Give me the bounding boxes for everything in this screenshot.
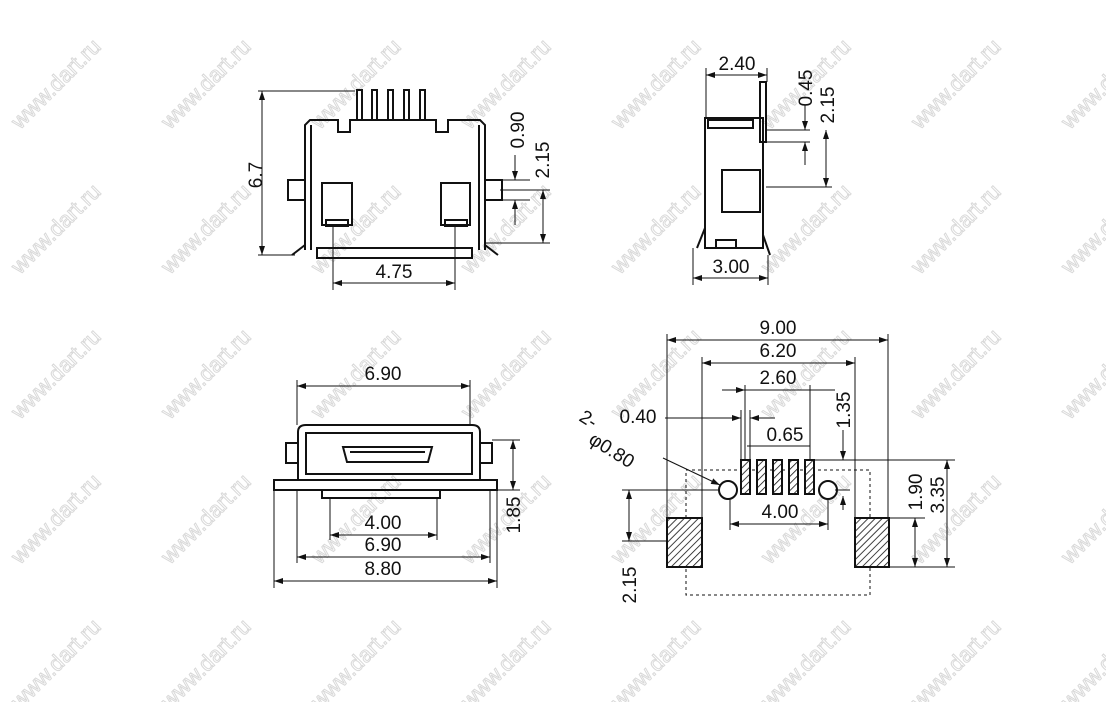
dim-fp-pin-span: 2.60 (760, 368, 797, 389)
watermark-text: www.dart.ru (5, 469, 106, 570)
watermark-text: www.dart.ru (155, 614, 256, 702)
watermark-text: www.dart.ru (1055, 34, 1106, 135)
dim-tab-width: 0.90 (508, 112, 529, 149)
bottom-view: 6.90 4.00 6.90 8.80 1.85 (273, 364, 525, 588)
watermark-text: www.dart.ru (905, 34, 1006, 135)
dim-fp-pad-total: 3.35 (928, 477, 949, 514)
dim-inner: 4.00 (365, 513, 402, 534)
dim-height: 6.7 (246, 162, 267, 188)
watermark-text: www.dart.ru (5, 614, 106, 702)
watermark-text: www.dart.ru (155, 469, 256, 570)
watermark-text: www.dart.ru (305, 614, 406, 702)
watermark-text: www.dart.ru (5, 324, 106, 425)
watermark-text: www.dart.ru (5, 34, 106, 135)
dim-fp-hole-spacing: 4.00 (762, 502, 799, 523)
watermark-text: www.dart.ru (155, 179, 256, 280)
dim-fp-hole-diameter: φ0.80 (585, 429, 638, 473)
dim-fp-pitch: 0.65 (767, 425, 804, 446)
watermark-layer: www.dart.ru www.dart.ru www.dart.ru www.dar… (5, 33, 1106, 702)
dim-pin-thickness: 0.45 (796, 70, 817, 107)
watermark-text: www.dart.ru (755, 179, 856, 280)
dim-fp-pin-width: 0.40 (620, 407, 657, 428)
dim-base: 3.00 (713, 257, 750, 278)
watermark-text: www.dart.ru (605, 614, 706, 702)
watermark-text: www.dart.ru (1055, 324, 1106, 425)
watermark-text: www.dart.ru (905, 614, 1006, 702)
watermark-text: www.dart.ru (605, 34, 706, 135)
dim-tab-offset: 2.15 (533, 142, 554, 179)
dim-fp-hole-offset: 2.15 (620, 567, 641, 604)
dim-pin-height: 2.15 (818, 87, 839, 124)
watermark-text: www.dart.ru (155, 324, 256, 425)
front-view: 6.7 4.75 0.90 2.15 (246, 89, 554, 290)
dim-pad-pitch: 4.75 (376, 262, 413, 283)
watermark-text: www.dart.ru (1055, 179, 1106, 280)
footprint-view: 9.00 6.20 2.60 0.40 0.65 2- φ0.80 4.00 1… (575, 318, 955, 604)
watermark-text: www.dart.ru (755, 614, 856, 702)
watermark-text: www.dart.ru (1055, 614, 1106, 702)
dim-fp-overall: 9.00 (760, 318, 797, 339)
dim-depth: 2.40 (719, 54, 756, 75)
dim-fp-pin-offset: 1.35 (834, 392, 855, 429)
watermark-text: www.dart.ru (905, 324, 1006, 425)
watermark-text: www.dart.ru (455, 614, 556, 702)
dim-overall: 8.80 (365, 559, 402, 580)
watermark-text: www.dart.ru (905, 179, 1006, 280)
dim-body-width: 6.90 (365, 535, 402, 556)
side-view: 2.40 0.45 2.15 3.00 (692, 54, 839, 285)
watermark-text: www.dart.ru (605, 179, 706, 280)
dim-fp-pad-span: 6.20 (760, 341, 797, 362)
dim-top-width: 6.90 (365, 364, 402, 385)
watermark-text: www.dart.ru (1055, 469, 1106, 570)
dim-fp-pad-height: 1.90 (906, 474, 927, 511)
dim-body-height: 1.85 (504, 497, 525, 534)
watermark-text: www.dart.ru (5, 179, 106, 280)
watermark-text: www.dart.ru (155, 34, 256, 135)
